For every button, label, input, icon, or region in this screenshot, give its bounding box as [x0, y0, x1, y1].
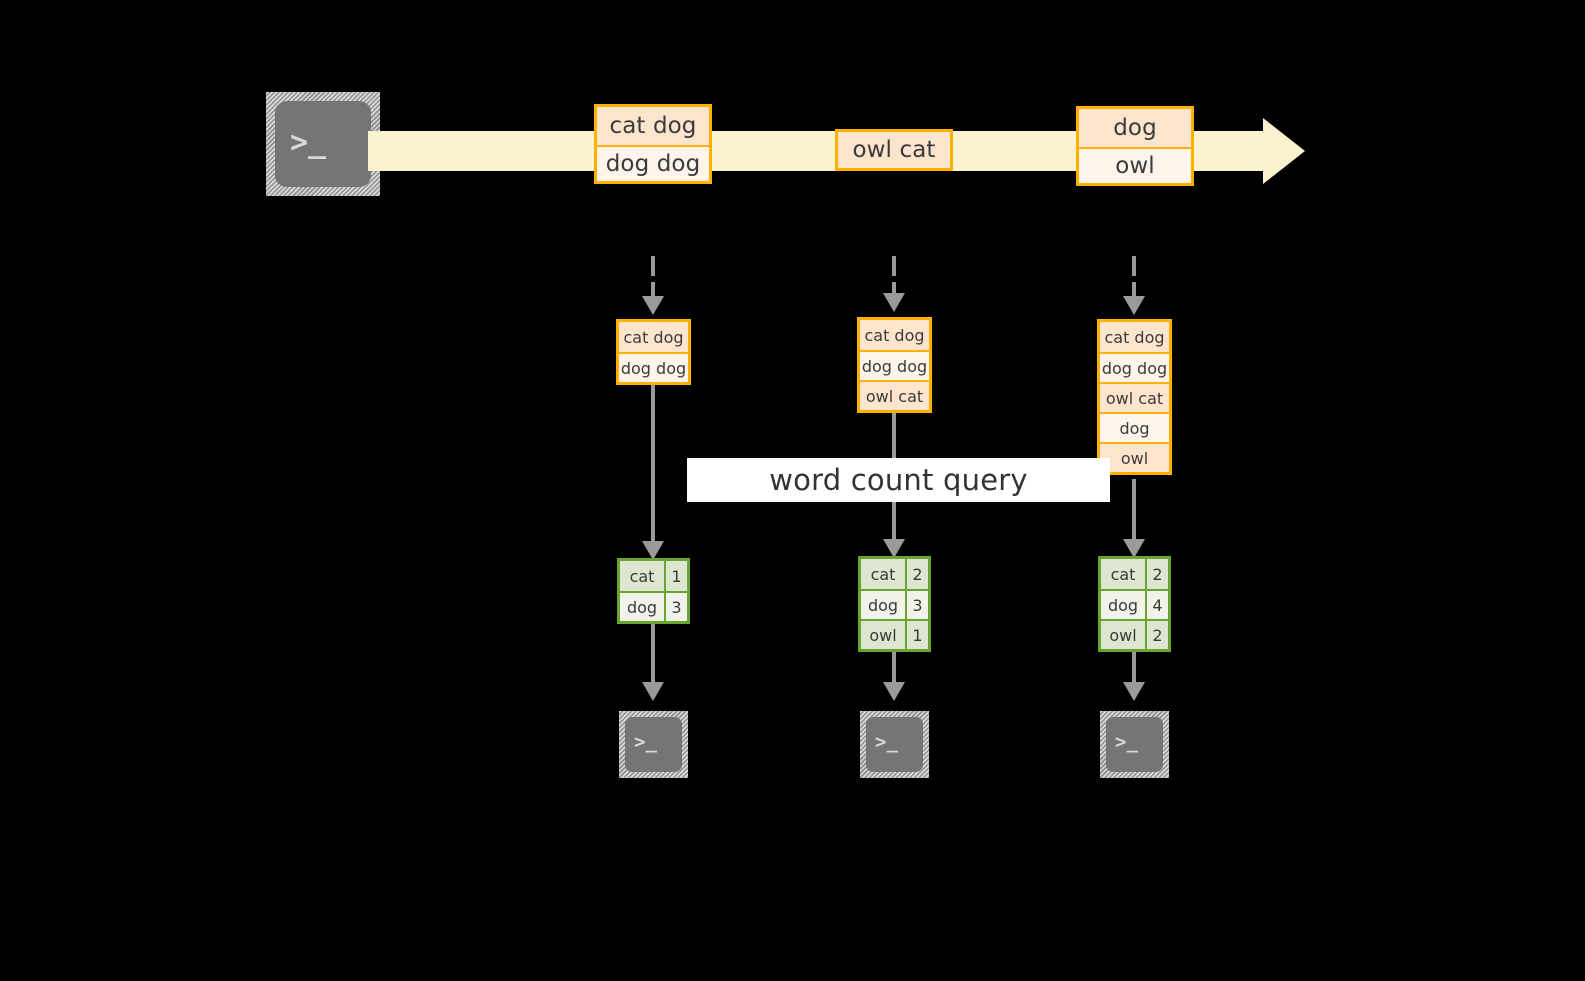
- sink-connector-arrowhead: [642, 682, 664, 701]
- result-count: 1: [905, 621, 928, 649]
- terminal-body: [275, 101, 371, 187]
- sink-connector-arrowhead: [883, 682, 905, 701]
- snapshot-input-line: cat dog: [619, 322, 688, 352]
- snapshot-feed-arrowhead: [883, 293, 905, 312]
- result-table: cat 2 dog 4 owl 2: [1098, 556, 1171, 652]
- query-connector-arrowhead: [1123, 539, 1145, 558]
- query-label-text: word count query: [769, 463, 1028, 497]
- result-word: owl: [1101, 621, 1145, 649]
- terminal-prompt-glyph: >_: [875, 731, 898, 753]
- result-row: owl 2: [1101, 619, 1168, 649]
- terminal-prompt-glyph: >_: [1115, 731, 1138, 753]
- snapshot-feed-dash: [892, 256, 896, 276]
- result-row: cat 2: [1101, 559, 1168, 589]
- snapshot-feed-arrowhead: [642, 296, 664, 315]
- result-row: cat 2: [861, 559, 928, 589]
- result-count: 3: [664, 593, 687, 621]
- result-count: 2: [905, 559, 928, 589]
- result-word: dog: [1101, 591, 1145, 619]
- result-count: 2: [1145, 621, 1168, 649]
- result-word: cat: [620, 561, 664, 591]
- terminal-prompt-glyph: >_: [290, 125, 327, 160]
- query-connector-line: [1132, 479, 1136, 547]
- snapshot-feed-dash: [892, 282, 896, 295]
- snapshot-input-table: cat dog dog dog owl cat: [857, 317, 932, 413]
- stream-event-box: dog owl: [1076, 106, 1194, 186]
- snapshot-input-line: owl cat: [860, 380, 929, 410]
- snapshot-input-line: owl: [1100, 442, 1169, 472]
- result-count: 4: [1145, 591, 1168, 619]
- snapshot-input-line: dog dog: [619, 352, 688, 382]
- result-row: dog 3: [861, 589, 928, 619]
- stream-source-terminal-icon: >_: [266, 92, 380, 196]
- sink-connector-line: [651, 622, 655, 688]
- stream-event-line: owl cat: [838, 132, 950, 168]
- stream-event-line: owl: [1079, 147, 1191, 183]
- snapshot-input-line: dog dog: [860, 350, 929, 380]
- terminal-body: [625, 717, 682, 772]
- snapshot-input-line: dog: [1100, 412, 1169, 442]
- stream-event-line: cat dog: [597, 107, 709, 145]
- stream-event-box: owl cat: [835, 129, 953, 171]
- snapshot-input-table: cat dog dog dog owl cat dog owl: [1097, 319, 1172, 475]
- snapshot-input-table: cat dog dog dog: [616, 319, 691, 385]
- result-table: cat 1 dog 3: [617, 558, 690, 624]
- snapshot-feed-dash: [1132, 282, 1136, 298]
- result-word: cat: [1101, 559, 1145, 589]
- result-row: dog 4: [1101, 589, 1168, 619]
- result-word: dog: [861, 591, 905, 619]
- terminal-body: [866, 717, 923, 772]
- query-connector-arrowhead: [642, 541, 664, 560]
- result-row: owl 1: [861, 619, 928, 649]
- snapshot-input-line: cat dog: [860, 320, 929, 350]
- query-connector-arrowhead: [883, 539, 905, 558]
- snapshot-feed-dash: [1132, 256, 1136, 276]
- snapshot-input-line: cat dog: [1100, 322, 1169, 352]
- result-row: cat 1: [620, 561, 687, 591]
- snapshot-feed-dash: [651, 282, 655, 298]
- result-row: dog 3: [620, 591, 687, 621]
- snapshot-input-line: dog dog: [1100, 352, 1169, 382]
- stream-arrow-head: [1263, 118, 1305, 184]
- sink-connector-line: [892, 651, 896, 688]
- stream-event-line: dog dog: [597, 145, 709, 181]
- sink-terminal-icon: >_: [1100, 711, 1169, 778]
- snapshot-input-line: owl cat: [1100, 382, 1169, 412]
- snapshot-feed-arrowhead: [1123, 296, 1145, 315]
- sink-terminal-icon: >_: [619, 711, 688, 778]
- result-word: cat: [861, 559, 905, 589]
- stream-event-line: dog: [1079, 109, 1191, 147]
- stream-event-box: cat dog dog dog: [594, 104, 712, 184]
- result-count: 2: [1145, 559, 1168, 589]
- result-table: cat 2 dog 3 owl 1: [858, 556, 931, 652]
- query-connector-line: [651, 383, 655, 549]
- terminal-prompt-glyph: >_: [634, 731, 657, 753]
- result-count: 3: [905, 591, 928, 619]
- result-word: owl: [861, 621, 905, 649]
- result-word: dog: [620, 593, 664, 621]
- sink-connector-arrowhead: [1123, 682, 1145, 701]
- snapshot-feed-dash: [651, 256, 655, 276]
- result-count: 1: [664, 561, 687, 591]
- query-label-banner: word count query: [687, 458, 1110, 502]
- sink-terminal-icon: >_: [860, 711, 929, 778]
- terminal-body: [1106, 717, 1163, 772]
- sink-connector-line: [1132, 651, 1136, 688]
